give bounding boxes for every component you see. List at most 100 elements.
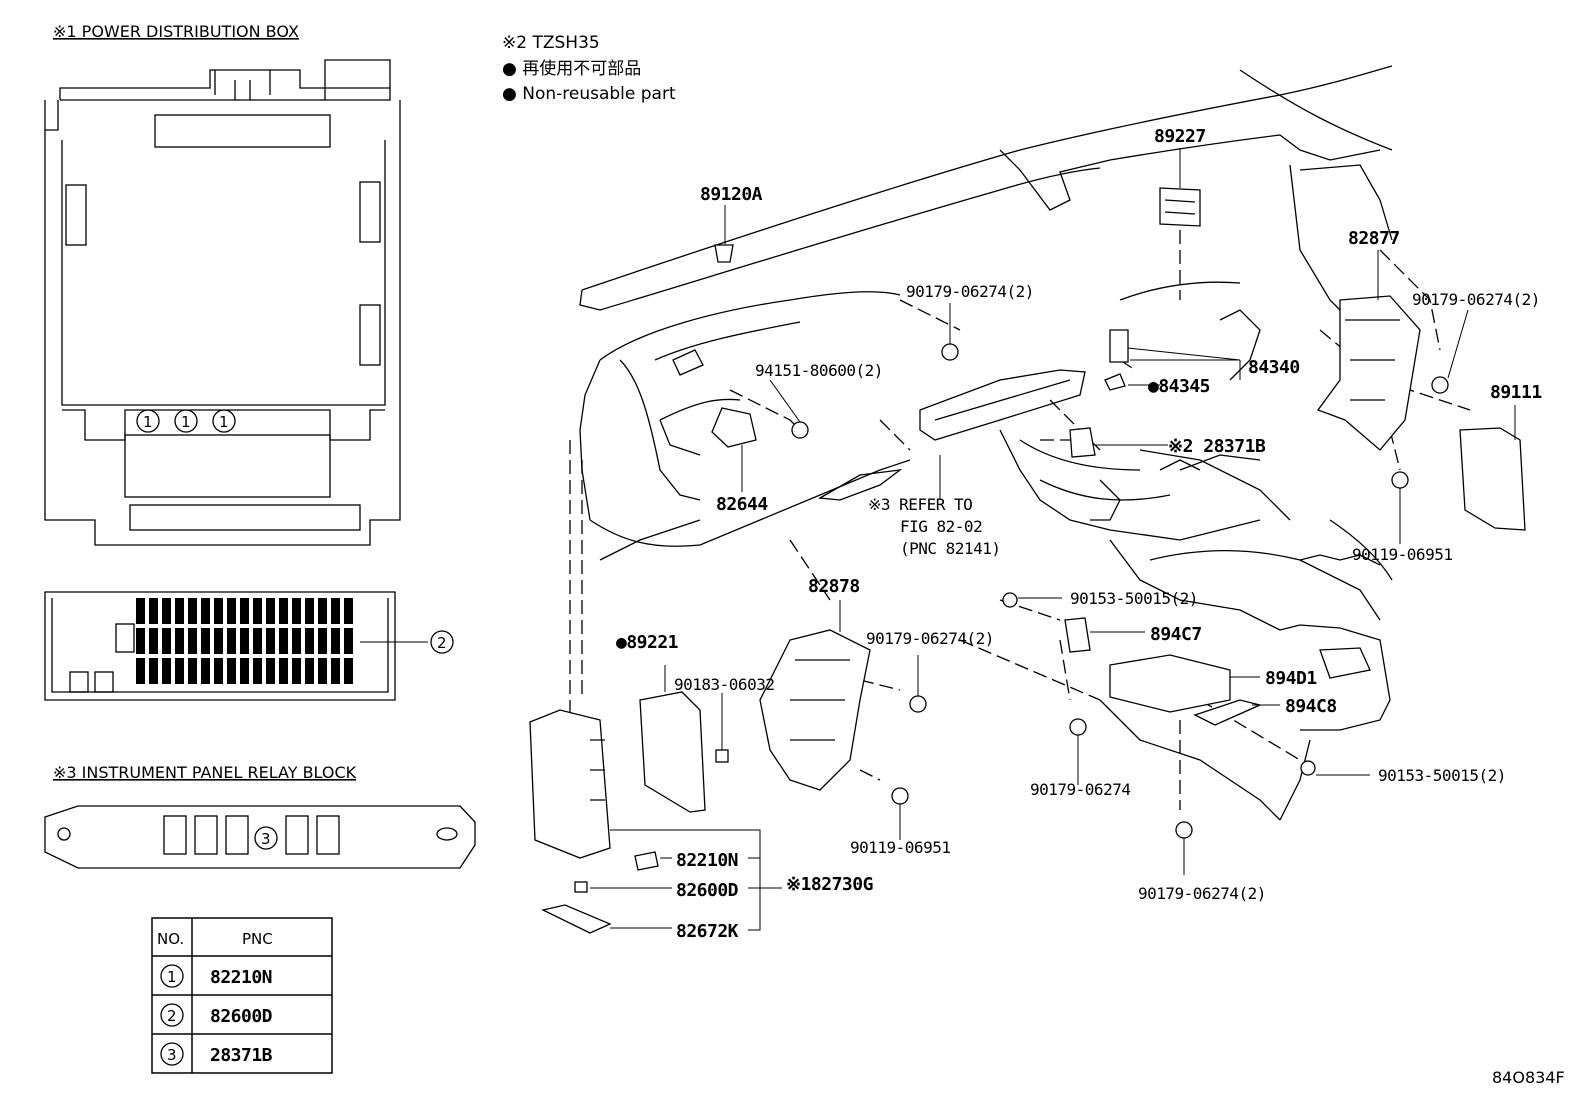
fuse-slot — [266, 628, 275, 654]
fuse-slot — [305, 658, 314, 684]
callout-28371b: ※2 28371B — [1168, 436, 1266, 457]
fuse-slot — [318, 628, 327, 654]
bolt-90153-b-icon — [1300, 760, 1316, 776]
fuse-slot — [318, 598, 327, 624]
relay-block-title: ※3 INSTRUMENT PANEL RELAY BLOCK — [53, 763, 357, 782]
callout-90119-06951-a: 90119-06951 — [1352, 545, 1452, 564]
relay-82644-icon — [711, 407, 757, 448]
pnc-table: NO. PNC 1 82210N 2 82600D 3 28371B — [151, 917, 333, 1074]
callout-89227: 89227 — [1154, 126, 1206, 147]
callout-refer-line1: ※3 REFER TO — [868, 495, 972, 514]
fuse-slot — [162, 658, 171, 684]
fuse-slot — [331, 658, 340, 684]
fuse-slot — [149, 658, 158, 684]
bracket-82877-icon — [1316, 295, 1421, 451]
fuse-slot — [292, 658, 301, 684]
marker-1-c — [212, 409, 236, 433]
clip-89120a-icon — [714, 244, 734, 263]
fuse-slot — [227, 658, 236, 684]
marker-2-label: 2 — [437, 634, 447, 652]
callout-90179-06274-a: 90179-06274(2) — [906, 282, 1034, 301]
marker-1-b — [174, 409, 198, 433]
fuse-slot — [162, 598, 171, 624]
callout-refer-line3: (PNC 82141) — [900, 539, 1000, 558]
callout-90119-06951-b: 90119-06951 — [850, 838, 950, 857]
callout-82210n: 82210N — [676, 850, 738, 871]
fuse-slot — [201, 598, 210, 624]
table-header-pnc: PNC — [242, 930, 273, 948]
table-row-1-pnc: 82210N — [210, 967, 272, 988]
callout-90183-06032: 90183-06032 — [674, 675, 774, 694]
relay-28371b-icon — [1069, 427, 1096, 458]
power-box-title: ※1 POWER DISTRIBUTION BOX — [53, 22, 299, 41]
table-row-2-no: 2 — [167, 1007, 177, 1025]
marker-3 — [254, 826, 278, 850]
fuse-slot — [188, 628, 197, 654]
callout-82672k: 82672K — [676, 921, 739, 942]
fuse-slot — [305, 628, 314, 654]
nut-90179-a-icon — [941, 343, 959, 361]
callout-82877: 82877 — [1348, 228, 1400, 249]
callout-894c7: 894C7 — [1150, 624, 1202, 645]
fuse-slot — [175, 628, 184, 654]
fuse-slot — [175, 598, 184, 624]
callout-82644: 82644 — [716, 494, 768, 515]
fuse-slot — [253, 658, 262, 684]
callout-90153-50015-a: 90153-50015(2) — [1070, 589, 1198, 608]
fuse-slot — [136, 628, 145, 654]
fuse-slot — [266, 598, 275, 624]
marker-1-b-label: 1 — [181, 413, 191, 431]
fuse-slot — [214, 628, 223, 654]
callout-90179-06274-b: 90179-06274(2) — [1412, 290, 1540, 309]
fuse-slot — [292, 598, 301, 624]
sensor-89227-icon — [1159, 187, 1201, 227]
legend-note: ※2 TZSH35 — [502, 33, 600, 53]
callout-90179-06274-c: 90179-06274(2) — [866, 629, 994, 648]
callout-90153-50015-b: 90153-50015(2) — [1378, 766, 1506, 785]
table-row-3-pnc: 28371B — [210, 1045, 273, 1066]
marker-1-a — [136, 409, 160, 433]
fuse-slot — [188, 658, 197, 684]
module-894d1-icon — [1109, 654, 1231, 713]
table-header-no: NO. — [157, 930, 184, 948]
fuse-slot — [279, 628, 288, 654]
marker-2 — [430, 630, 454, 654]
legend-non-reusable-jp: ● 再使用不可部品 — [502, 58, 641, 79]
fuse-slot — [175, 658, 184, 684]
leader-dashed-lines — [569, 230, 1471, 810]
nut-90179-b-icon — [1431, 376, 1449, 394]
fuse-slot — [305, 598, 314, 624]
figure-id: 84O834F — [1492, 1068, 1565, 1087]
instrument-panel-outline — [579, 65, 1393, 821]
fuse-slot — [266, 658, 275, 684]
power-box-side-view: 2 — [44, 591, 454, 701]
cover-82672k-icon — [541, 904, 612, 934]
fuse-slot — [331, 628, 340, 654]
callout-90179-06274-e: 90179-06274(2) — [1138, 884, 1266, 903]
fuse-slot — [279, 598, 288, 624]
callout-94151-80600: 94151-80600(2) — [755, 361, 883, 380]
fuse-slot — [214, 598, 223, 624]
nut-90183-icon — [715, 749, 729, 763]
clip-90179-d-icon — [1069, 718, 1087, 736]
bolt-94151-icon — [791, 421, 809, 439]
callout-82878: 82878 — [808, 576, 860, 597]
fuse-slot — [227, 628, 236, 654]
fuse-slot — [279, 658, 288, 684]
fuse-slot — [331, 598, 340, 624]
fuse-slot — [136, 658, 145, 684]
fuse-slot — [292, 628, 301, 654]
fuse-slot — [253, 598, 262, 624]
callout-90179-06274-d: 90179-06274 — [1030, 780, 1130, 799]
callouts: 89227 89120A 82877 90179-06274(2) 90179-… — [616, 126, 1542, 942]
ecu-89111-icon — [1459, 427, 1526, 531]
callout-89221: ●89221 — [616, 632, 678, 653]
marker-3-label: 3 — [261, 830, 271, 848]
fuse-slot — [201, 658, 210, 684]
callout-84340: 84340 — [1248, 357, 1300, 378]
fuse-slot — [149, 628, 158, 654]
fuse-slot — [201, 628, 210, 654]
nut-90179-c-icon — [909, 695, 927, 713]
fuse-slot — [227, 598, 236, 624]
